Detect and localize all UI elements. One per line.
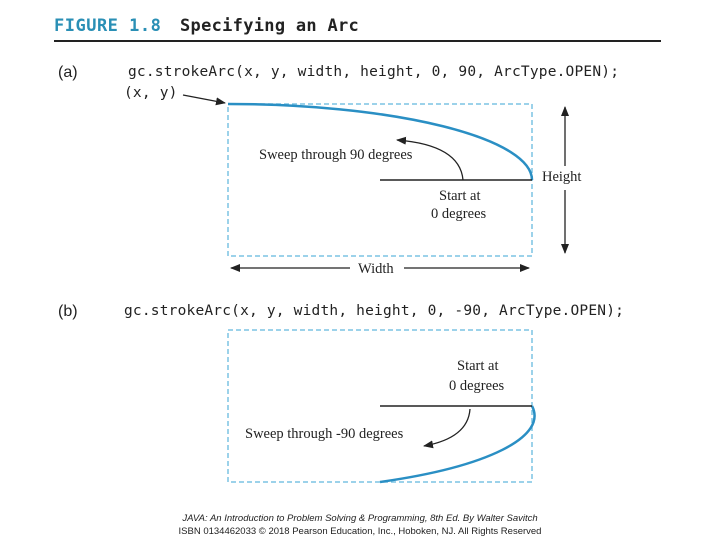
figure-title: Specifying an Arc	[180, 16, 360, 36]
part-a-label: (a)	[58, 64, 78, 81]
part-b-code: gc.strokeArc(x, y, width, height, 0, -90…	[124, 303, 625, 319]
part-a-code: gc.strokeArc(x, y, width, height, 0, 90,…	[128, 64, 620, 80]
title-rule	[54, 40, 661, 42]
height-label: Height	[542, 169, 582, 185]
sweep-label-b: Sweep through -90 degrees	[245, 426, 404, 442]
width-label: Width	[358, 261, 394, 277]
start-label-a-line1: Start at	[439, 188, 481, 204]
origin-label: (x, y)	[124, 85, 178, 101]
part-b-label: (b)	[58, 303, 78, 320]
arc-b	[379, 405, 536, 484]
start-label-b-line2: 0 degrees	[449, 378, 505, 394]
origin-arrow-a	[182, 94, 226, 106]
start-label-b-line1: Start at	[457, 358, 499, 374]
arc-a	[227, 102, 534, 181]
sweep-label-a: Sweep through 90 degrees	[259, 147, 413, 163]
footer-citation: JAVA: An Introduction to Problem Solving…	[182, 513, 538, 524]
figure-label: FIGURE 1.8	[54, 16, 162, 36]
sweep-arrow-a	[396, 136, 464, 181]
sweep-arrow-b	[423, 408, 471, 449]
start-label-a-line2: 0 degrees	[431, 206, 487, 222]
footer-copyright: ISBN 0134462033 © 2018 Pearson Education…	[178, 526, 542, 537]
